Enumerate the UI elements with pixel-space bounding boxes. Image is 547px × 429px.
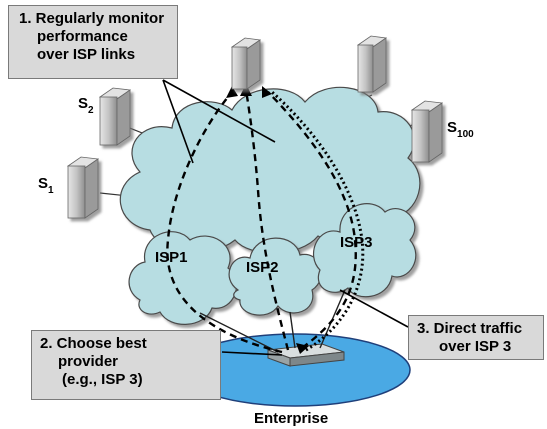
server-s2 xyxy=(98,87,132,146)
callout1-pointer-a xyxy=(162,79,194,164)
server-top-right xyxy=(356,35,388,93)
server-top-middle xyxy=(230,37,262,90)
isp2-cloud xyxy=(228,237,322,316)
isp2-label: ISP2 xyxy=(246,259,279,276)
isp3-cloud xyxy=(313,203,417,298)
probe-path-isp3 xyxy=(267,91,357,349)
direct-traffic-path xyxy=(270,90,365,352)
arrowhead-isp1 xyxy=(226,86,238,98)
isp3-label: ISP3 xyxy=(340,234,373,251)
server-s100-label: S100 xyxy=(447,119,474,140)
callout-choose-line-2: provider xyxy=(58,353,119,370)
callout3-pointer xyxy=(339,289,409,328)
callout-direct: 3. Direct traffic over ISP 3 xyxy=(408,315,544,360)
callout-monitor: 1. Regularly monitor performance over IS… xyxy=(8,5,178,79)
server-s2-label: S2 xyxy=(78,95,94,116)
server-s1 xyxy=(66,156,100,219)
callout1-pointer-b xyxy=(162,79,276,143)
callout-monitor-line-3: over ISP links xyxy=(37,46,136,63)
probe-path-isp2 xyxy=(244,89,290,351)
callout-monitor-line-2: performance xyxy=(37,28,128,45)
server-s1-label: S1 xyxy=(38,175,54,196)
callout-monitor-line-1: 1. Regularly monitor xyxy=(19,10,165,27)
isp1-label: ISP1 xyxy=(155,249,188,266)
callout-direct-line-2: over ISP 3 xyxy=(439,338,512,355)
callout-choose: 2. Choose best provider (e.g., ISP 3) xyxy=(31,330,221,400)
arrowhead-router xyxy=(296,343,309,354)
callout-direct-line-1: 3. Direct traffic xyxy=(417,320,523,337)
arrowhead-isp3 xyxy=(262,86,272,98)
callout2-pointer xyxy=(221,351,283,356)
isp1-router-link xyxy=(199,312,279,353)
probe-path-isp1 xyxy=(166,91,283,354)
server-s100 xyxy=(410,100,444,163)
isp2-router-link xyxy=(289,311,296,349)
arrowhead-isp2 xyxy=(240,84,252,96)
callout-choose-line-3: (e.g., ISP 3) xyxy=(62,371,143,388)
enterprise-label: Enterprise xyxy=(254,410,328,427)
callout-choose-line-1: 2. Choose best xyxy=(40,335,147,352)
router-icon xyxy=(267,343,345,367)
isp1-cloud xyxy=(128,231,238,325)
